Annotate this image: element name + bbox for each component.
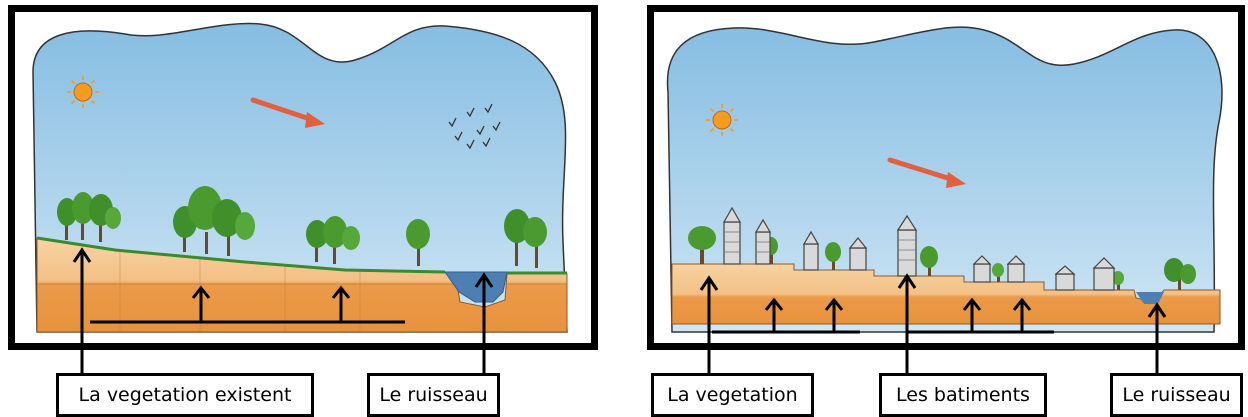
label-stream-left: Le ruisseau bbox=[367, 373, 500, 417]
label-vegetation: La vegetation bbox=[651, 373, 814, 417]
label-buildings: Les batiments bbox=[879, 373, 1047, 417]
left-scene-illustration bbox=[15, 12, 591, 343]
left-scene-panel bbox=[8, 5, 598, 350]
right-scene-illustration bbox=[654, 12, 1238, 343]
right-scene-panel bbox=[647, 5, 1245, 350]
label-vegetation-existent: La vegetation existent bbox=[56, 373, 314, 417]
label-stream-right: Le ruisseau bbox=[1110, 373, 1243, 417]
